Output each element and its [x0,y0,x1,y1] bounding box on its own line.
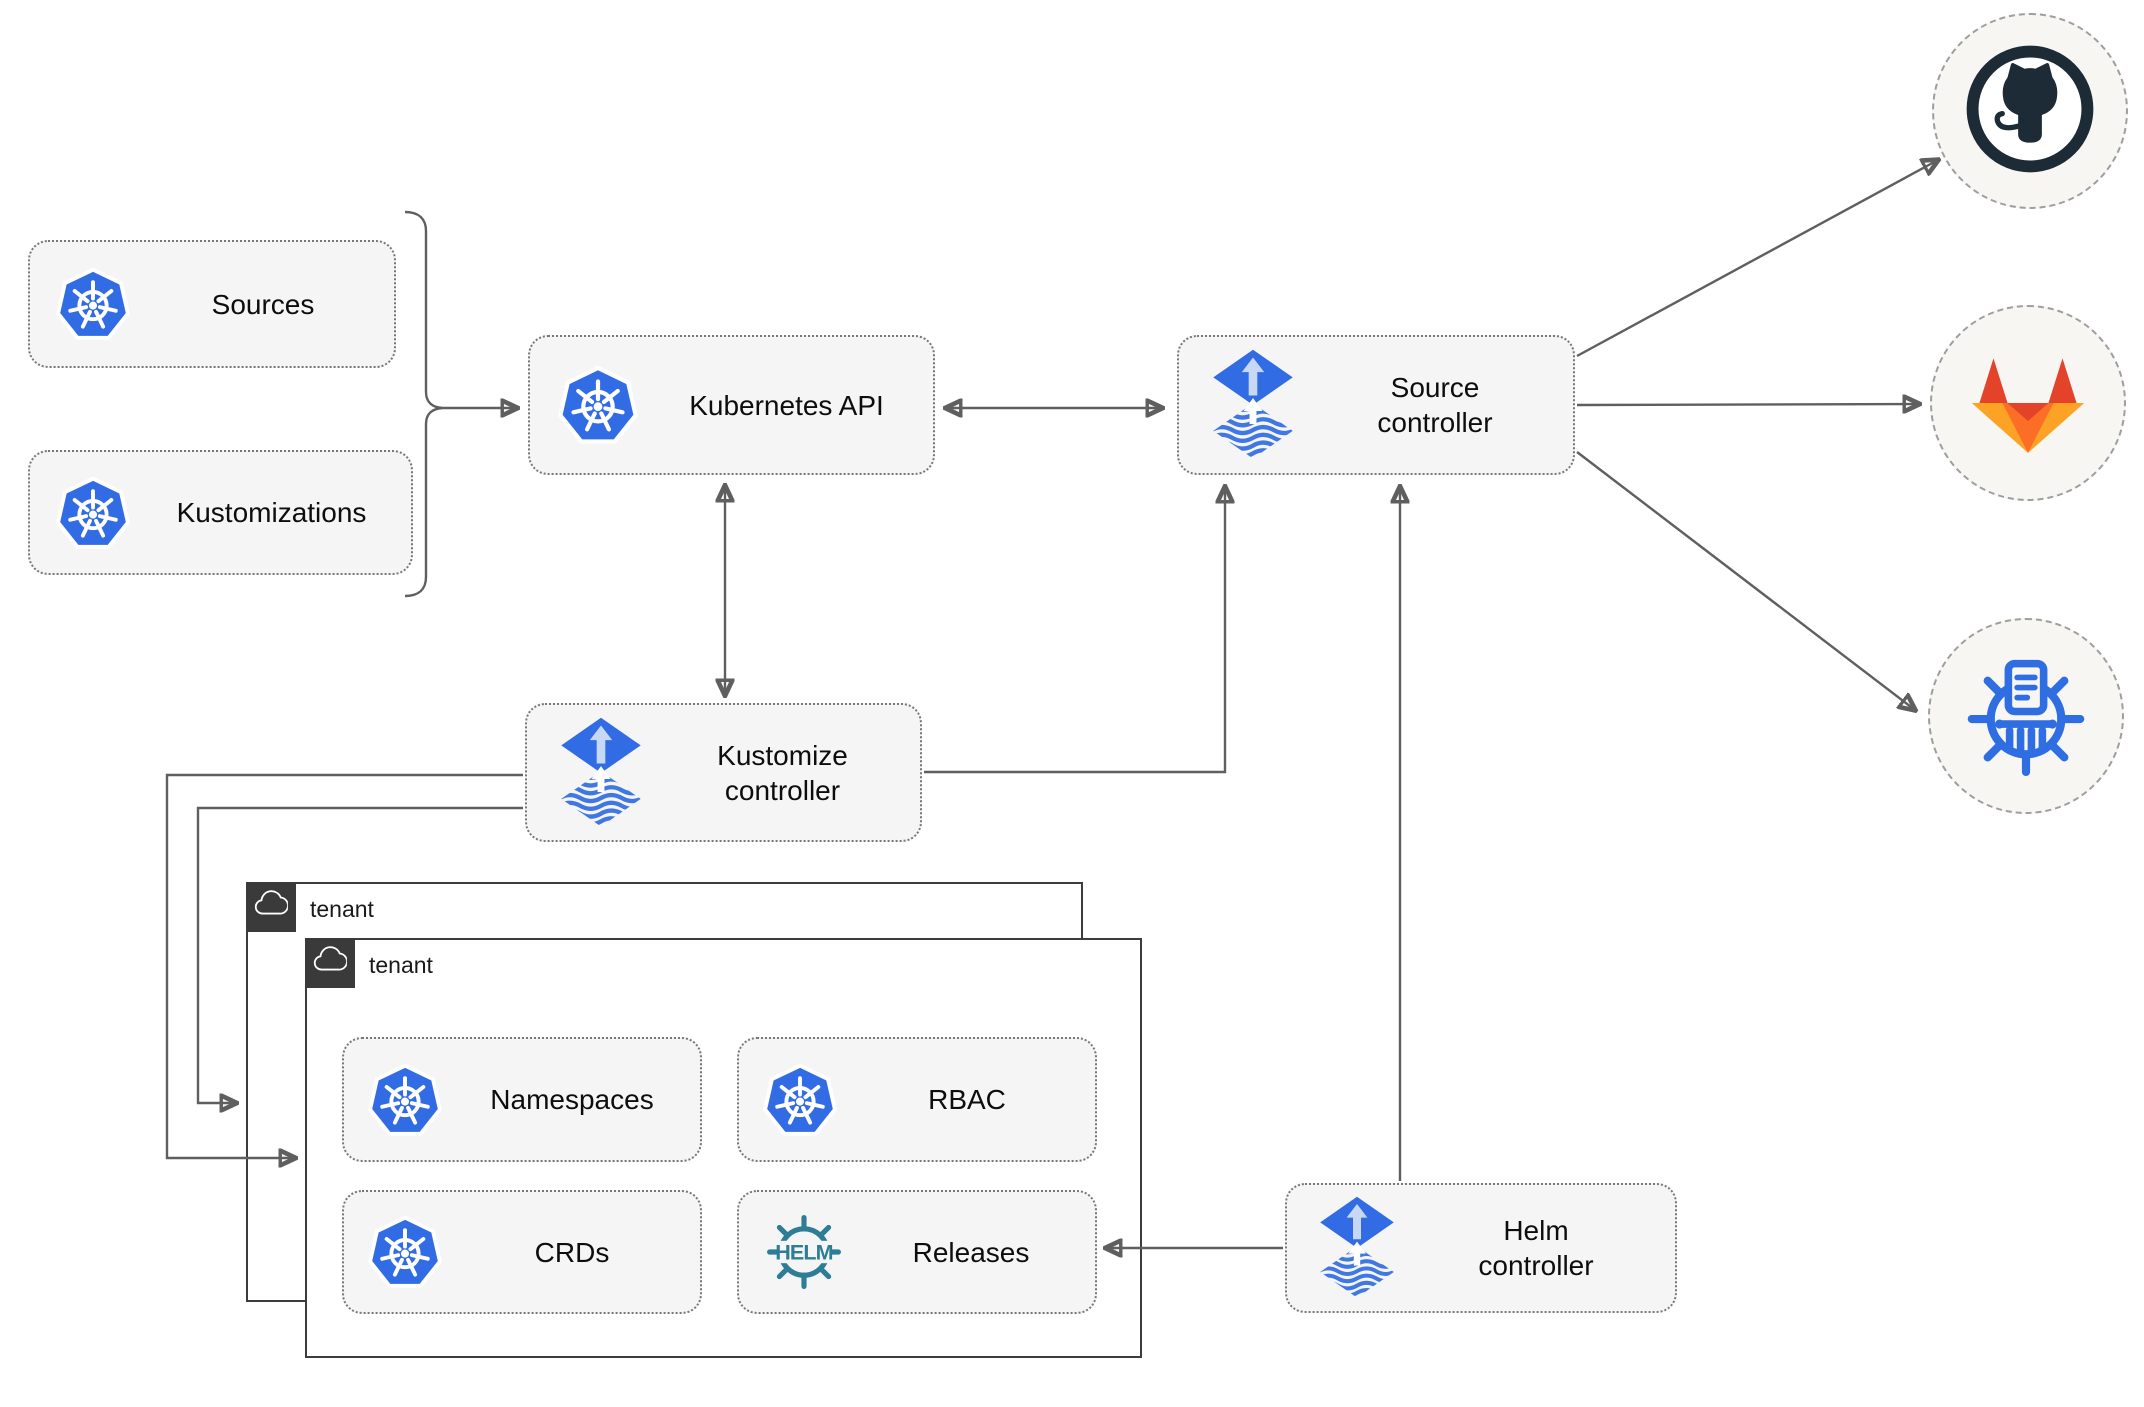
flux-icon [557,716,645,830]
node-kustomizations: Kustomizations [28,450,413,575]
helm-wordmark: HELM [775,1241,832,1265]
tenant-container-front: tenant Namespaces RBAC CRDs [305,938,1142,1358]
node-crds: CRDs [342,1190,702,1314]
label-line: Kustomize [717,739,848,771]
tenant-label: tenant [310,896,374,922]
kubernetes-icon [54,474,132,552]
helm-icon: HELM [761,1209,847,1295]
arrow-source-to-github [1576,160,1938,358]
node-helm-controller: Helm controller [1285,1183,1677,1313]
cloud-icon [313,946,347,980]
node-rbac: RBAC [737,1037,1097,1162]
node-label: Kustomizations [176,497,367,528]
arrow-kustomize-to-source [924,487,1225,774]
flux-icon [1209,348,1297,462]
label-line: Helm [1503,1215,1569,1246]
node-kustomize-controller: Kustomize controller [525,703,922,842]
gitlab-icon [1964,343,2092,463]
kubernetes-icon [366,1061,444,1139]
node-sources: Sources [28,240,396,368]
node-label: RBAC [928,1084,1006,1115]
cloud-icon [254,890,288,924]
node-label: Kustomize controller [645,738,920,808]
tenant-label: tenant [369,952,433,978]
arrow-source-to-gitlab [1576,404,1919,405]
github-provider [1932,13,2128,209]
chartmuseum-provider [1928,618,2124,814]
tenant-header [246,882,296,932]
label-line: controller [1478,1250,1594,1281]
github-icon [1964,43,2096,180]
node-source-controller: Source controller [1177,335,1575,475]
node-namespaces: Namespaces [342,1037,702,1162]
label-line: controller [724,774,841,806]
tenant-header [305,938,355,988]
node-label: Kubernetes API [689,389,884,421]
node-label: CRDs [534,1236,610,1268]
node-label: Sources [211,288,315,320]
arrow-source-to-chartmuseum [1576,451,1915,710]
node-releases: HELM Releases [737,1190,1097,1314]
kubernetes-icon [556,363,640,447]
node-label: Releases [912,1236,1030,1268]
node-kubernetes-api: Kubernetes API [528,335,935,475]
node-label: Namespaces [490,1084,654,1115]
label-line: controller [1377,407,1493,438]
node-label: Helm controller [1397,1213,1675,1283]
node-label: Source controller [1297,370,1573,440]
gitlab-provider [1930,305,2126,501]
label-line: Source [1390,372,1480,403]
kubernetes-icon [54,265,132,343]
chartmuseum-icon [1963,651,2089,782]
kubernetes-icon [366,1213,444,1291]
kubernetes-icon [761,1061,839,1139]
flux-icon [1317,1195,1397,1301]
